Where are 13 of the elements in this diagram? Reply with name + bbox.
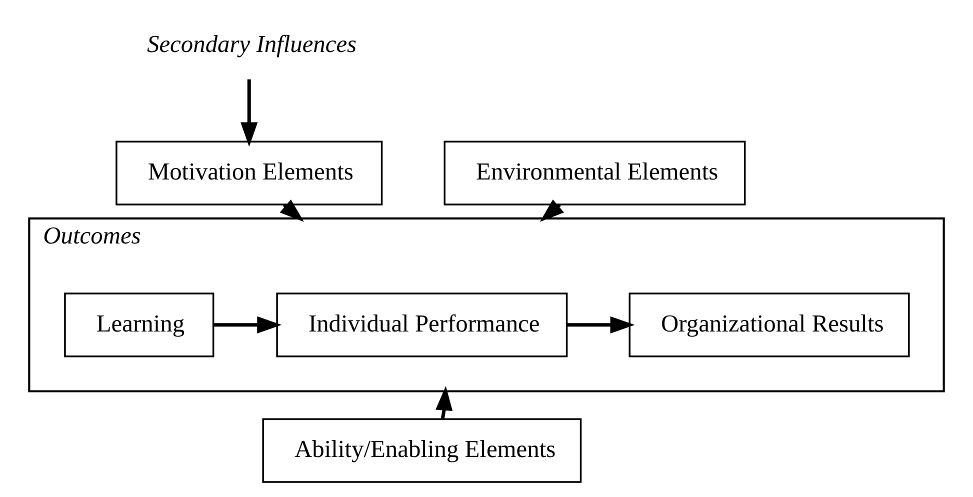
node-text: Secondary Influences (147, 30, 357, 58)
arrow (567, 316, 635, 333)
arrow (540, 198, 564, 222)
node-box: Environmental Elements (444, 140, 746, 205)
arrow (436, 385, 453, 419)
node-box: Organizational Results (628, 292, 910, 357)
arrow (280, 198, 304, 222)
node-box: Motivation Elements (116, 140, 383, 205)
node-box: Learning (64, 292, 214, 357)
node-box: Ability/Enabling Elements (262, 418, 582, 482)
arrow (214, 316, 282, 333)
arrow (240, 78, 258, 146)
node-box: Individual Performance (276, 292, 568, 357)
